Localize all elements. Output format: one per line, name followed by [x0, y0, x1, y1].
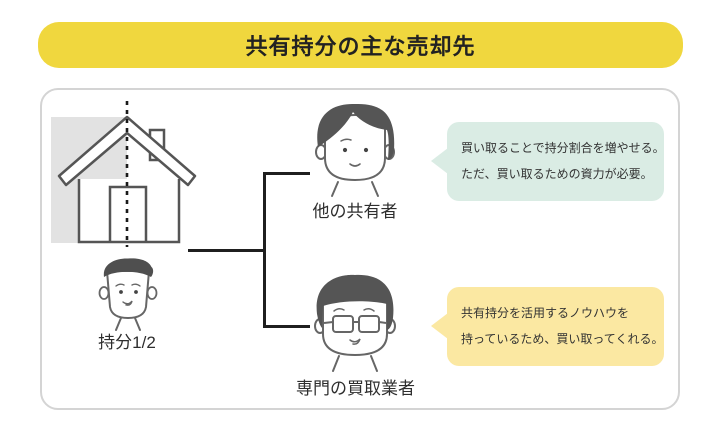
glasses-right-lens-icon [358, 315, 380, 333]
buyer-person-icon [314, 274, 396, 372]
connector-stem-line [188, 249, 265, 252]
buyer-label: 専門の買取業者 [296, 379, 415, 398]
house-walls [77, 179, 181, 244]
owner-share-label: 持分1/2 [98, 333, 156, 352]
owner-person-icon [98, 258, 158, 331]
glasses-left-lens-icon [332, 315, 354, 333]
co-owner-person-icon [315, 103, 395, 197]
co-owner-speech-bubble: 買い取ることで持分割合を増やせる。 ただ、買い取るための資力が必要。 [431, 122, 665, 201]
co-owner-bubble-line-2: ただ、買い取るための資力が必要。 [461, 167, 653, 181]
buyer-bubble-line-2: 持っているため、買い取ってくれる。 [461, 332, 664, 346]
co-owner-bubble-line-1: 買い取ることで持分割合を増やせる。 [461, 141, 665, 155]
connector-vertical-line [263, 172, 266, 328]
co-owner-label: 他の共有者 [312, 202, 398, 221]
buyer-speech-bubble: 共有持分を活用するノウハウを 持っているため、買い取ってくれる。 [431, 287, 664, 366]
buyer-bubble-line-1: 共有持分を活用するノウハウを [461, 306, 630, 320]
connector-bottom-branch-line [265, 325, 310, 328]
connector-top-branch-line [265, 172, 310, 175]
page-title: 共有持分の主な売却先 [245, 34, 476, 59]
house-icon [51, 101, 197, 247]
door-icon [108, 185, 148, 242]
house-body-fill [79, 179, 179, 242]
title-banner: 共有持分の主な売却先 [38, 22, 683, 68]
